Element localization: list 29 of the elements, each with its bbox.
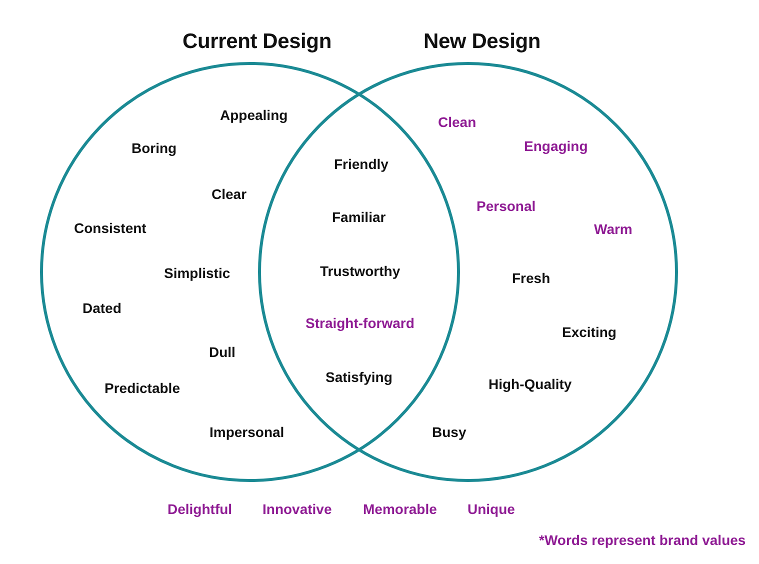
descriptor-label: High-Quality <box>488 376 572 392</box>
brand-value-label: Personal <box>476 198 536 214</box>
descriptor-label: Appealing <box>220 106 288 124</box>
descriptor-label: Boring <box>132 140 177 156</box>
descriptor-label: Dated <box>82 300 122 316</box>
descriptor-label: Satisfying <box>326 368 392 386</box>
brand-value-label: Memorable <box>363 500 437 518</box>
descriptor-label: Fresh <box>512 270 550 286</box>
brand-value-label: Warm <box>594 220 632 238</box>
brand-value-label: Straight-forward <box>306 314 414 332</box>
descriptor-label: Friendly <box>334 156 388 172</box>
brand-value-label: Delightful <box>168 500 232 518</box>
circle-title: New Design <box>423 30 541 54</box>
descriptor-label: Busy <box>432 424 466 440</box>
descriptor-label: Dull <box>209 344 236 360</box>
descriptor-label: Familiar <box>332 208 386 226</box>
descriptor-label: Simplistic <box>164 264 230 282</box>
descriptor-label: Exciting <box>562 324 616 340</box>
brand-value-label: Innovative <box>262 500 332 518</box>
descriptor-label: Predictable <box>104 380 180 396</box>
descriptor-label: Clear <box>212 186 247 202</box>
circle-title: Current Design <box>182 30 332 54</box>
footnote: *Words represent brand values <box>539 532 746 548</box>
descriptor-label: Consistent <box>74 220 146 236</box>
brand-value-label: Unique <box>468 500 515 518</box>
descriptor-label: Trustworthy <box>320 262 400 280</box>
descriptor-label: Impersonal <box>210 424 284 440</box>
brand-value-label: Engaging <box>524 138 588 154</box>
brand-value-label: Clean <box>438 114 476 130</box>
